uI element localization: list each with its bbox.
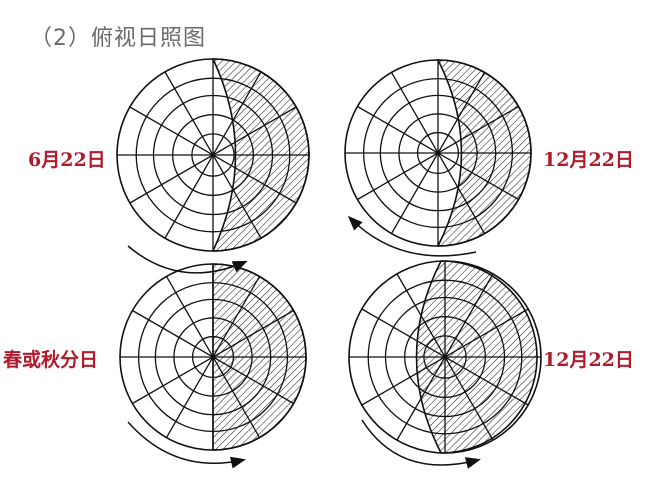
label-dec22-bottom: 12月22日: [543, 349, 634, 371]
page-title: （2）俯视日照图: [30, 26, 206, 51]
rotation-arrow-icon: [127, 421, 246, 469]
diagram-dec22-bottom: [348, 260, 542, 469]
label-dec22-top: 12月22日: [543, 149, 634, 171]
diagram-equinox: [119, 263, 307, 469]
label-jun22: 6月22日: [28, 149, 106, 171]
rotation-arrow-icon: [361, 419, 481, 469]
rotation-arrow-icon: [347, 215, 477, 257]
diagram-dec22-top: [344, 59, 532, 257]
diagram-jun22: [116, 58, 310, 274]
label-equinox: 春或秋分日: [3, 349, 99, 371]
